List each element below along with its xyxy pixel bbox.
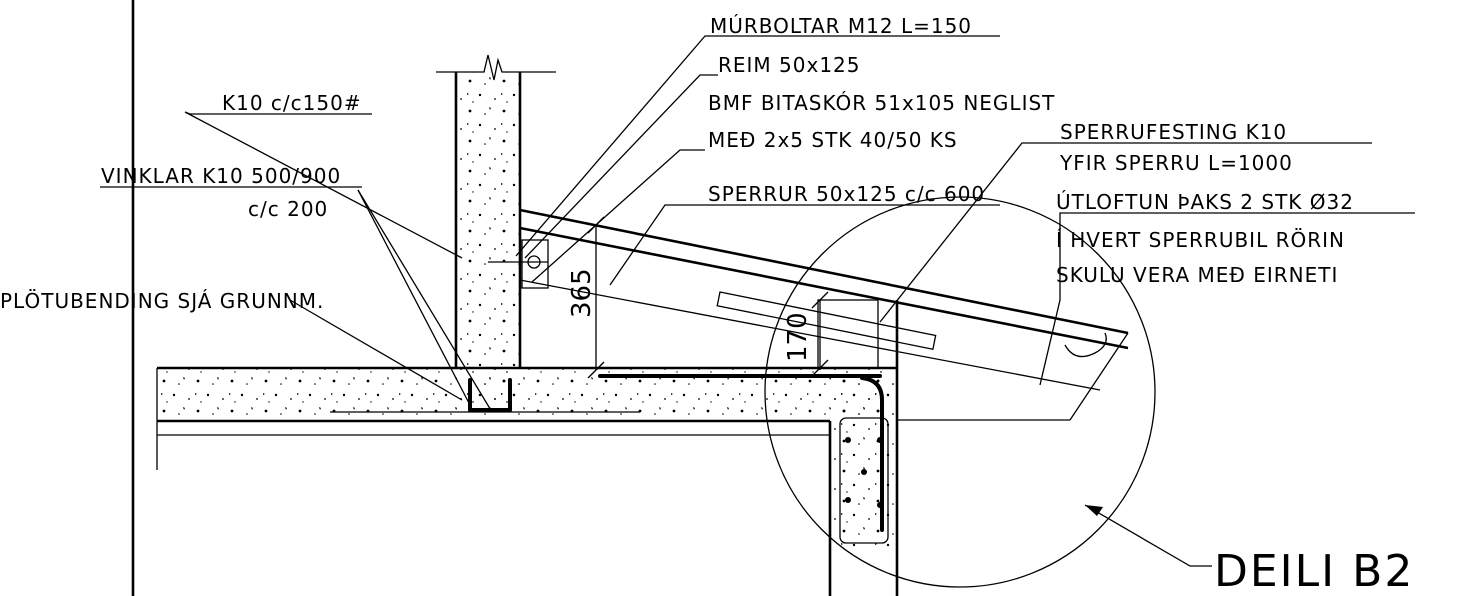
dimension-365-label: 365 (567, 268, 597, 318)
label-vinklar: VINKLAR K10 500/900 (101, 164, 341, 188)
label-deili: DEILI B2 (1214, 546, 1414, 596)
concrete-wall (436, 54, 556, 412)
label-skulu-vera: SKULU VERA MEÐ EIRNETI (1056, 263, 1338, 287)
edge-beam (828, 300, 899, 596)
leader-lines (100, 35, 1415, 567)
label-yfir-sperru: YFIR SPERRU L=1000 (1059, 151, 1293, 175)
label-hvert-sperrubil: Í HVERT SPERRUBIL RÖRIN (1056, 228, 1345, 252)
label-reim: REIM 50x125 (718, 53, 861, 77)
dimension-365: 365 (567, 216, 605, 379)
label-sperrufesting: SPERRUFESTING K10 (1060, 120, 1287, 144)
dimension-170: 170 (783, 291, 829, 377)
label-murboltar: MÚRBOLTAR M12 L=150 (710, 14, 972, 38)
label-k10: K10 c/c150# (222, 91, 362, 115)
dimension-170-label: 170 (783, 312, 813, 362)
detail-circle (764, 196, 1156, 588)
label-med: MEÐ 2x5 STK 40/50 KS (708, 128, 958, 152)
label-plotubending: PLÖTUBENDING SJÁ GRUNNM. (0, 289, 324, 313)
rafter-shoe (488, 239, 549, 289)
label-vinklar-cc: c/c 200 (248, 197, 328, 221)
wall-plate (817, 299, 879, 369)
rafter (519, 208, 1129, 421)
label-bmf: BMF BITASKÓR 51x105 NEGLIST (708, 91, 1055, 115)
label-utloftun: ÚTLOFTUN ÞAKS 2 STK Ø32 (1056, 190, 1354, 214)
label-sperrur: SPERRUR 50x125 c/c 600 (708, 182, 985, 206)
concrete-slab (156, 366, 897, 470)
